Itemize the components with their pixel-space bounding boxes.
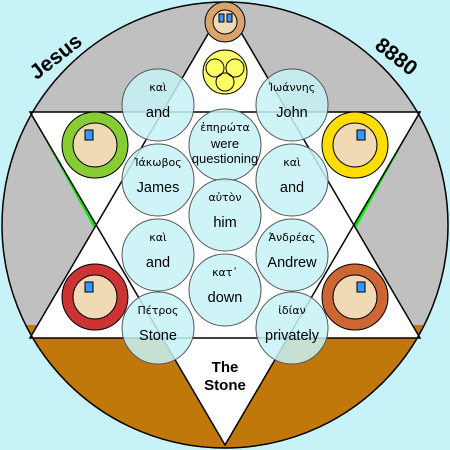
greek-word: Ἰάκωβος: [134, 156, 181, 169]
greek-word: καὶ: [149, 231, 167, 244]
english-word: Andrew: [267, 255, 317, 271]
greek-word: Ἰωάννης: [269, 81, 315, 94]
word-circle: καὶ and: [255, 143, 329, 217]
face-left-2-icon: [61, 263, 129, 331]
word-circles: καὶandἸωάννηςJohnἐπηρώταwerequestioningἸ…: [121, 68, 329, 365]
word-circle-shape: [255, 143, 329, 217]
greek-word: ἰδίαν: [278, 304, 306, 317]
halo-top-icon: [202, 49, 248, 95]
english-word: down: [208, 290, 243, 306]
word-circle-shape: [188, 178, 262, 252]
english-word-line2: questioning: [192, 151, 259, 166]
word-circle-shape: [188, 253, 262, 327]
english-word: him: [213, 215, 236, 231]
english-word: privately: [265, 328, 320, 344]
greek-word: Πέτρος: [137, 304, 178, 317]
greek-word: καὶ: [149, 81, 167, 94]
word-circle: αὐτὸν him: [188, 178, 262, 252]
word-circle: κατ᾽ down: [188, 253, 262, 327]
english-word: and: [280, 180, 304, 196]
english-word: Stone: [139, 328, 177, 344]
bottom-label-line2: Stone: [204, 377, 246, 394]
word-circle-shape: [255, 218, 329, 292]
bottom-label-line1: The: [212, 359, 239, 376]
word-circle: καὶ and: [121, 218, 195, 292]
greek-word: αὐτὸν: [208, 191, 241, 204]
greek-word: ἐπηρώτα: [200, 121, 250, 134]
english-word: and: [146, 255, 170, 271]
face-left-1-icon: [61, 111, 129, 179]
greek-word: Ἀνδρέας: [268, 231, 315, 244]
english-word: James: [137, 180, 180, 196]
word-circle-shape: [255, 68, 329, 142]
greek-word: κατ᾽: [212, 266, 238, 279]
word-circle-shape: [121, 143, 195, 217]
face-right-1-icon: [321, 111, 389, 179]
english-word: were: [210, 136, 239, 151]
word-circle-shape: [255, 291, 329, 365]
word-circle-shape: [121, 218, 195, 292]
face-right-2-icon: [321, 263, 389, 331]
english-word: and: [146, 105, 170, 121]
word-circle-shape: [121, 68, 195, 142]
word-circle: καὶ and: [121, 68, 195, 142]
word-circle: ἰδίαν privately: [255, 291, 329, 365]
face-top-icon: [204, 1, 246, 43]
english-word: John: [276, 105, 307, 121]
word-circle-shape: [121, 291, 195, 365]
greek-word: καὶ: [283, 156, 301, 169]
